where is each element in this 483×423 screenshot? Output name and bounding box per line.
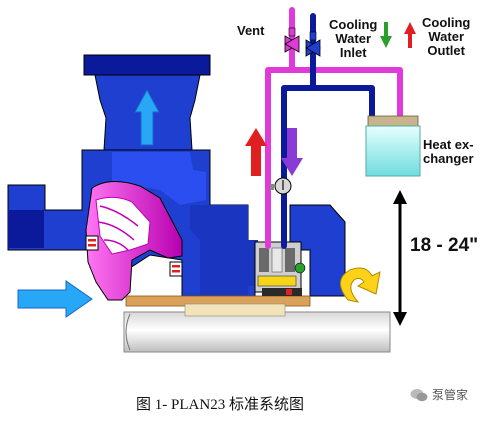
heat-exchanger-label: Heat ex- changer — [423, 137, 474, 166]
heat-exchanger — [365, 115, 421, 177]
impeller — [85, 181, 183, 301]
cooling-outlet-arrow-icon — [404, 22, 416, 48]
figure-caption: 图 1- PLAN23 标准系统图 — [136, 397, 304, 413]
hot-flow-up-arrow-icon — [245, 128, 267, 176]
vent-label: Vent — [237, 23, 265, 38]
cooling-water-inlet-label: Cooling Water Inlet — [329, 17, 378, 60]
pump-shaft — [123, 295, 391, 353]
cooling-water-outlet-label: Cooling Water Outlet — [422, 15, 471, 58]
height-dimension-arrow-icon — [393, 190, 407, 326]
watermark: 泵管家 — [410, 386, 468, 403]
return-flow-down-arrow-icon — [281, 128, 303, 176]
inlet-valve-icon — [305, 31, 321, 57]
vent-valve-icon — [284, 27, 300, 53]
thermometer-icon — [270, 177, 292, 195]
watermark-text: 泵管家 — [432, 388, 469, 402]
shaft-rotation-arrow-icon — [340, 267, 381, 303]
discharge-flow-arrow-icon — [134, 88, 160, 146]
height-range-label: 18 - 24" — [410, 235, 479, 256]
mechanical-seal — [254, 241, 306, 296]
cooling-inlet-arrow-icon — [380, 22, 392, 48]
wechat-icon — [410, 388, 428, 401]
suction-flow-arrow-icon — [17, 280, 93, 318]
